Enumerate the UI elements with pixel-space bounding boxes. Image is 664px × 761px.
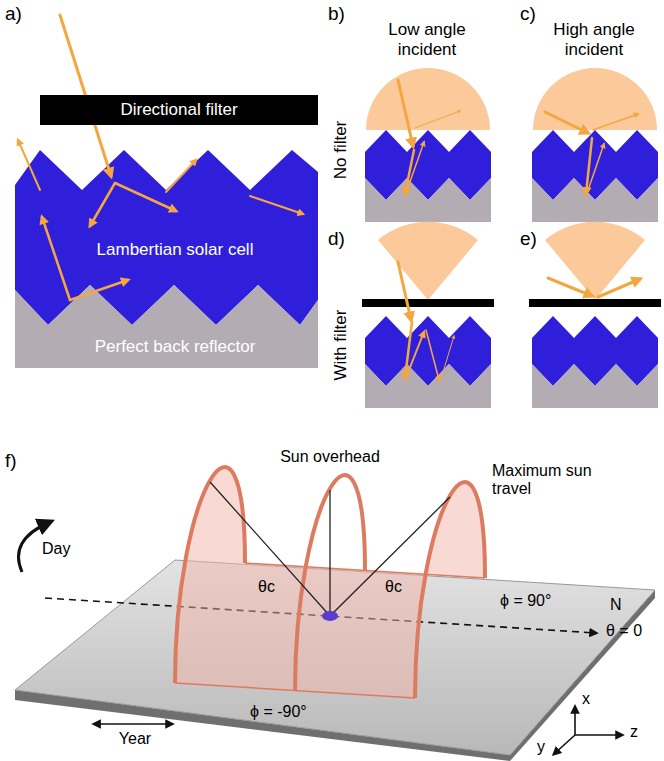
- angle-label: θc: [385, 578, 402, 596]
- light-rays: [18, 15, 303, 300]
- sun-label: Sun overhead: [280, 448, 380, 466]
- axis-label: y: [537, 738, 545, 756]
- solar-cell-dot: [322, 611, 338, 621]
- filter-bar: [362, 299, 494, 307]
- incidence-cone: [366, 68, 490, 130]
- panel-a-cell: [15, 150, 318, 368]
- sun-paths: [175, 467, 485, 698]
- incidence-cone: [533, 68, 657, 130]
- acceptance-cone: [378, 222, 478, 300]
- filter-bar: [529, 299, 661, 307]
- panel-letter: d): [328, 228, 345, 250]
- panel-letter: c): [520, 3, 536, 25]
- axis-label: z: [630, 723, 638, 741]
- filter-bar: Directional filter: [40, 95, 318, 125]
- acceptance-cone: [545, 222, 645, 300]
- year-arrow: [98, 723, 172, 725]
- axis-label: x: [582, 690, 590, 708]
- angle-label: θc: [258, 578, 275, 596]
- rotation-label: Day: [42, 540, 70, 558]
- angle-lines: [210, 482, 450, 616]
- column-header: High angle incident: [538, 20, 650, 59]
- angle-label: ϕ = 90°: [500, 592, 551, 610]
- panel-letter: f): [5, 450, 17, 472]
- rotated-label-holder: With filter: [326, 290, 356, 400]
- column-header: Low angle incident: [371, 20, 483, 59]
- panel-letter: e): [520, 228, 537, 250]
- back-reflector-region: Perfect back reflector: [60, 333, 290, 361]
- row-header: No filter: [331, 121, 351, 180]
- node-text: Directional filter: [120, 100, 237, 120]
- coordinate-axes: [554, 707, 622, 754]
- direction-label: N: [610, 596, 622, 614]
- panel-letter: a): [5, 3, 22, 25]
- panel-letter: b): [328, 3, 345, 25]
- node-text: Lambertian solar cell: [97, 240, 254, 260]
- sun-travel-label: Maximum sun travel: [492, 462, 604, 499]
- node-text: Perfect back reflector: [95, 337, 256, 357]
- rotated-label-holder: No filter: [326, 95, 356, 205]
- solar-cell-region: Lambertian solar cell: [60, 236, 290, 264]
- angle-label: θ = 0: [606, 622, 642, 640]
- sun-sheet: [175, 467, 485, 698]
- season-label: Year: [119, 730, 151, 748]
- row-header: With filter: [331, 310, 351, 381]
- angle-label: ϕ = -90°: [250, 703, 307, 721]
